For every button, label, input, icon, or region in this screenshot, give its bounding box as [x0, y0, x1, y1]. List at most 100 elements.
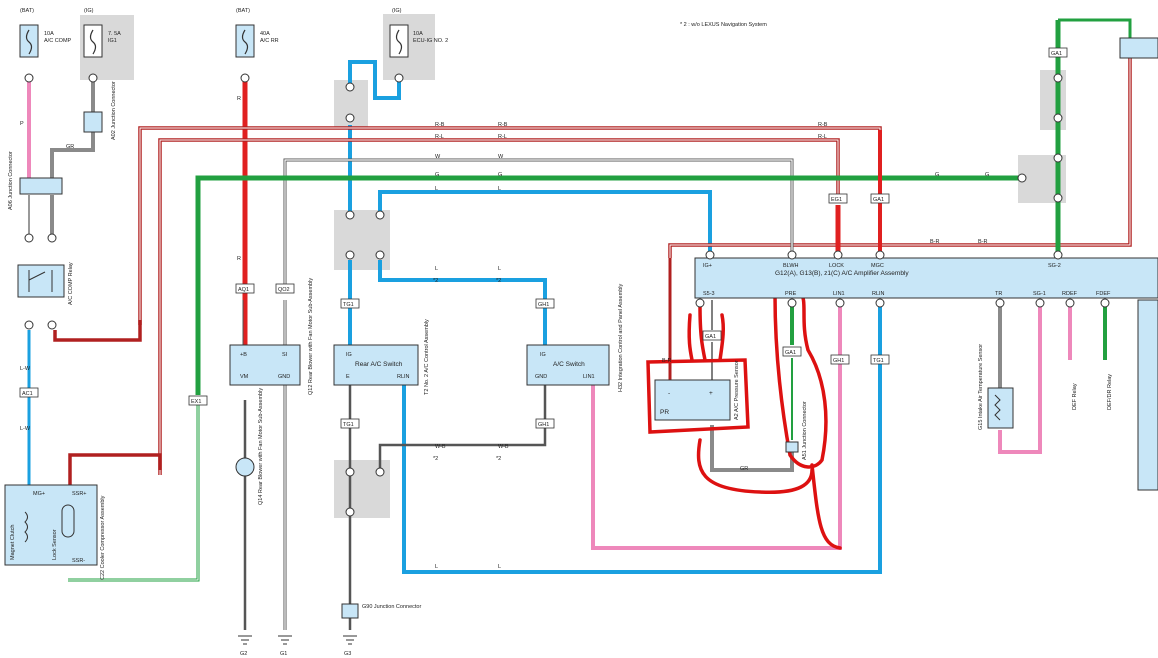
connector-qo2: QO2	[278, 287, 290, 293]
diagram-note: * 2 : w/o LEXUS Navigation System	[680, 22, 767, 28]
fuse1-source: (BAT)	[20, 8, 34, 14]
wire-label-lw-2: L-W	[20, 426, 31, 432]
connector-eg1: EG1	[831, 197, 842, 203]
wire-label-l: L	[435, 186, 438, 192]
fuse-ecu-ig	[389, 24, 409, 58]
wire-label-g: G	[435, 172, 439, 178]
amp-pin-fdef: FDEF	[1096, 291, 1111, 297]
amp-pin-tr: TR	[995, 291, 1002, 297]
rear-blower-controller	[229, 344, 301, 386]
fuse2-name: IG1	[108, 38, 117, 44]
ref-2-d: *2	[496, 456, 501, 462]
wire-label-l-5: L	[435, 564, 438, 570]
fuse1-rating: 10A	[44, 31, 54, 37]
wire-label-g-4: G	[985, 172, 989, 178]
a06-label: A06 Junction Connector	[8, 151, 14, 210]
amplifier-label: G12(A), G13(B), z1(C) A/C Amplifier Asse…	[775, 270, 909, 277]
def-relay-label: DEF Relay	[1072, 383, 1078, 410]
wire-pink-sg1	[998, 300, 1042, 454]
ground-g1	[278, 635, 292, 645]
right-edge-component	[1137, 299, 1158, 491]
blower-motor-label: Q14 Rear Blower with Fan Motor Sub-Assem…	[258, 388, 264, 505]
ac-amplifier-assembly	[694, 257, 1158, 299]
fuse-ig1	[83, 24, 103, 58]
cooler-compressor-assembly	[4, 484, 98, 566]
wire-blue-ecu-ig-loop	[348, 60, 401, 100]
wire-green-g	[195, 175, 1020, 395]
fuse2-source: (IG)	[84, 8, 94, 14]
fuse4-source: (IG)	[392, 8, 402, 14]
connector-tags: AC1 AQ1 QO2 EX1 TG1 TG1 GH1 GH1 GA1 GA1 …	[19, 47, 1068, 429]
amp-pin-sg2: SG-2	[1048, 263, 1061, 269]
fuse1-name: A/C COMP	[44, 38, 72, 44]
motor-pin-b: +B	[240, 352, 247, 358]
amp-pin-lock: LOCK	[829, 263, 844, 269]
wire-label-l-4: L	[498, 266, 501, 272]
motor-pin-gnd: GND	[278, 374, 290, 380]
compressor-label: C22 Cooler Compressor Assembly	[100, 495, 106, 580]
a02-label: A02 Junction Connector	[111, 81, 117, 140]
g90-label: G90 Junction Connector	[362, 604, 421, 610]
amp-pin-ig: IG+	[703, 263, 712, 269]
intake-air-temp-sensor	[987, 387, 1014, 429]
wire-label-g-3: G	[935, 172, 939, 178]
fuse-ac-comp	[19, 24, 39, 58]
fuse-ac-rr	[235, 24, 255, 58]
fuse3-rating: 40A	[260, 31, 270, 37]
wire-label-r: R	[237, 96, 241, 102]
connector-ac1: AC1	[22, 391, 33, 397]
g90-junction-connector	[341, 603, 359, 619]
wire-pink-lin1	[591, 300, 842, 550]
a06-junction-connector	[19, 177, 63, 195]
motor-pin-vm: VM	[240, 374, 249, 380]
defdr-relay-label: DEF/DR Relay	[1107, 374, 1113, 410]
wire-label-rb-3: R-B	[818, 122, 828, 128]
a51-junction-connector	[785, 441, 799, 453]
ref-2-c: *2	[433, 456, 438, 462]
amp-pin-pre: PRE	[785, 291, 797, 297]
ground-g2	[238, 635, 252, 645]
wire-label-l-2: L	[498, 186, 501, 192]
clutch-label: Magnet Clutch	[10, 525, 16, 560]
wire-blue-to-ac-switch	[378, 260, 547, 345]
wire-label-wb-2: W-B	[498, 444, 509, 450]
amp-pin-sg1: SG-1	[1033, 291, 1046, 297]
connector-tg1-b: TG1	[343, 422, 354, 428]
connector-ga1-a: GA1	[705, 334, 716, 340]
lock-sensor-label: Lock Sensor	[52, 529, 58, 560]
wire-label-rl-2: R-L	[498, 134, 507, 140]
blower-motor	[235, 457, 255, 477]
wire-label-gr-sensor: GR	[740, 466, 748, 472]
amp-pin-rdef: RDEF	[1062, 291, 1078, 297]
wire-label-rb: R-B	[435, 122, 445, 128]
sensor-pr-label: PR	[660, 409, 669, 416]
wire-label-rl-3: R-L	[818, 134, 827, 140]
connector-ga1-d: GA1	[1051, 51, 1062, 57]
rear-switch-pin-e: E	[346, 374, 350, 380]
wire-label-g-2: G	[498, 172, 502, 178]
wire-wb-ac	[378, 372, 547, 470]
connector-gh1-b: GH1	[538, 422, 549, 428]
wire-label-p: P	[20, 121, 24, 127]
a02-junction-connector	[83, 111, 103, 133]
ac-switch-label: A/C Switch	[553, 361, 585, 368]
rear-switch-pin-rlin: RLIN	[397, 374, 410, 380]
wire-label-wb: W-B	[435, 444, 446, 450]
terminal-dots	[24, 73, 1110, 517]
sensor-pin-plus: +	[709, 390, 713, 397]
wire-br	[668, 38, 1150, 258]
wire-label-br: B-R	[930, 239, 940, 245]
ref-2-a: *2	[433, 278, 438, 284]
fuse4-name: ECU-IG NO. 2	[413, 38, 448, 44]
ground-g3	[343, 635, 357, 645]
ac-switch-pin-gnd: GND	[535, 374, 547, 380]
wire-blue-ig-plus	[378, 190, 712, 258]
magnet-clutch-coil	[24, 511, 28, 543]
wire-label-w-2: W	[498, 154, 504, 160]
wire-label-lw: L-W	[20, 366, 31, 372]
amp-pin-s53: S5-3	[703, 291, 715, 297]
ac-comp-relay	[17, 264, 65, 298]
rear-ac-switch-box	[333, 344, 419, 386]
sensor-wire-br: B-R	[662, 358, 672, 364]
top-right-connector	[1119, 37, 1158, 59]
